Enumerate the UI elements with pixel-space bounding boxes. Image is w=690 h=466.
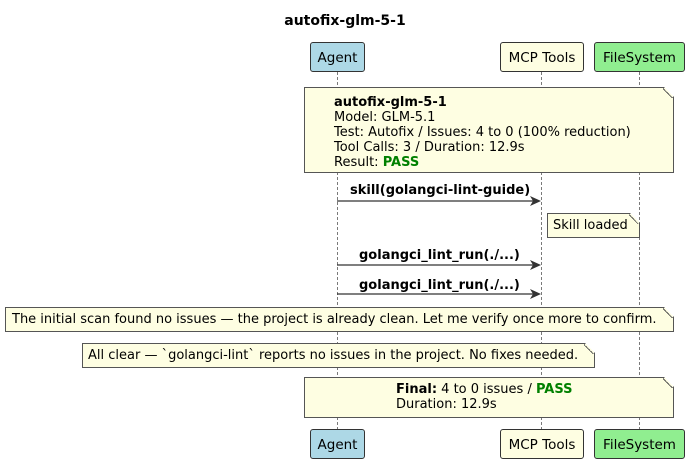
final-issues-text: 4 to 0 issues /	[437, 382, 536, 397]
mcp-tools-lifeline	[541, 72, 542, 430]
skill-loaded-note: Skill loaded	[547, 213, 640, 238]
agent-participant-top: Agent	[310, 42, 365, 72]
summary-model: Model: GLM-5.1	[334, 110, 436, 125]
final-duration: Duration: 12.9s	[396, 397, 497, 412]
message-lint-run-1-label: golangci_lint_run(./...)	[359, 248, 520, 263]
summary-note: autofix-glm-5-1 Model: GLM-5.1 Test: Aut…	[304, 87, 674, 173]
final-note: Final: 4 to 0 issues / PASS Duration: 12…	[304, 377, 674, 418]
message-lint-run-2-arrow	[337, 289, 541, 299]
summary-heading: autofix-glm-5-1	[334, 95, 447, 110]
final-result-status: PASS	[535, 382, 573, 397]
message-skill-arrow	[337, 196, 541, 206]
mcp-tools-participant-top: MCP Tools	[500, 42, 584, 72]
initial-scan-text: The initial scan found no issues — the p…	[12, 312, 657, 327]
message-skill-label: skill(golangci-lint-guide)	[350, 183, 531, 198]
all-clear-text: All clear — `golangci-lint` reports no i…	[88, 348, 579, 363]
summary-test: Test: Autofix / Issues: 4 to 0 (100% red…	[334, 125, 631, 140]
summary-result-label: Result:	[334, 155, 383, 170]
filesystem-participant-bottom: FileSystem	[594, 429, 685, 459]
initial-scan-note: The initial scan found no issues — the p…	[5, 307, 674, 332]
all-clear-note: All clear — `golangci-lint` reports no i…	[82, 343, 595, 368]
mcp-tools-participant-bottom: MCP Tools	[500, 429, 584, 459]
filesystem-participant-top: FileSystem	[594, 42, 685, 72]
summary-result-status: PASS	[382, 155, 420, 170]
filesystem-lifeline	[639, 72, 640, 430]
skill-loaded-text: Skill loaded	[553, 218, 628, 233]
agent-lifeline	[337, 72, 338, 430]
message-lint-run-2-label: golangci_lint_run(./...)	[359, 278, 520, 293]
message-lint-run-1-arrow	[337, 260, 541, 270]
summary-tool-calls: Tool Calls: 3 / Duration: 12.9s	[334, 140, 525, 155]
agent-participant-bottom: Agent	[310, 429, 365, 459]
diagram-title: autofix-glm-5-1	[284, 13, 406, 29]
final-label: Final:	[396, 382, 438, 397]
